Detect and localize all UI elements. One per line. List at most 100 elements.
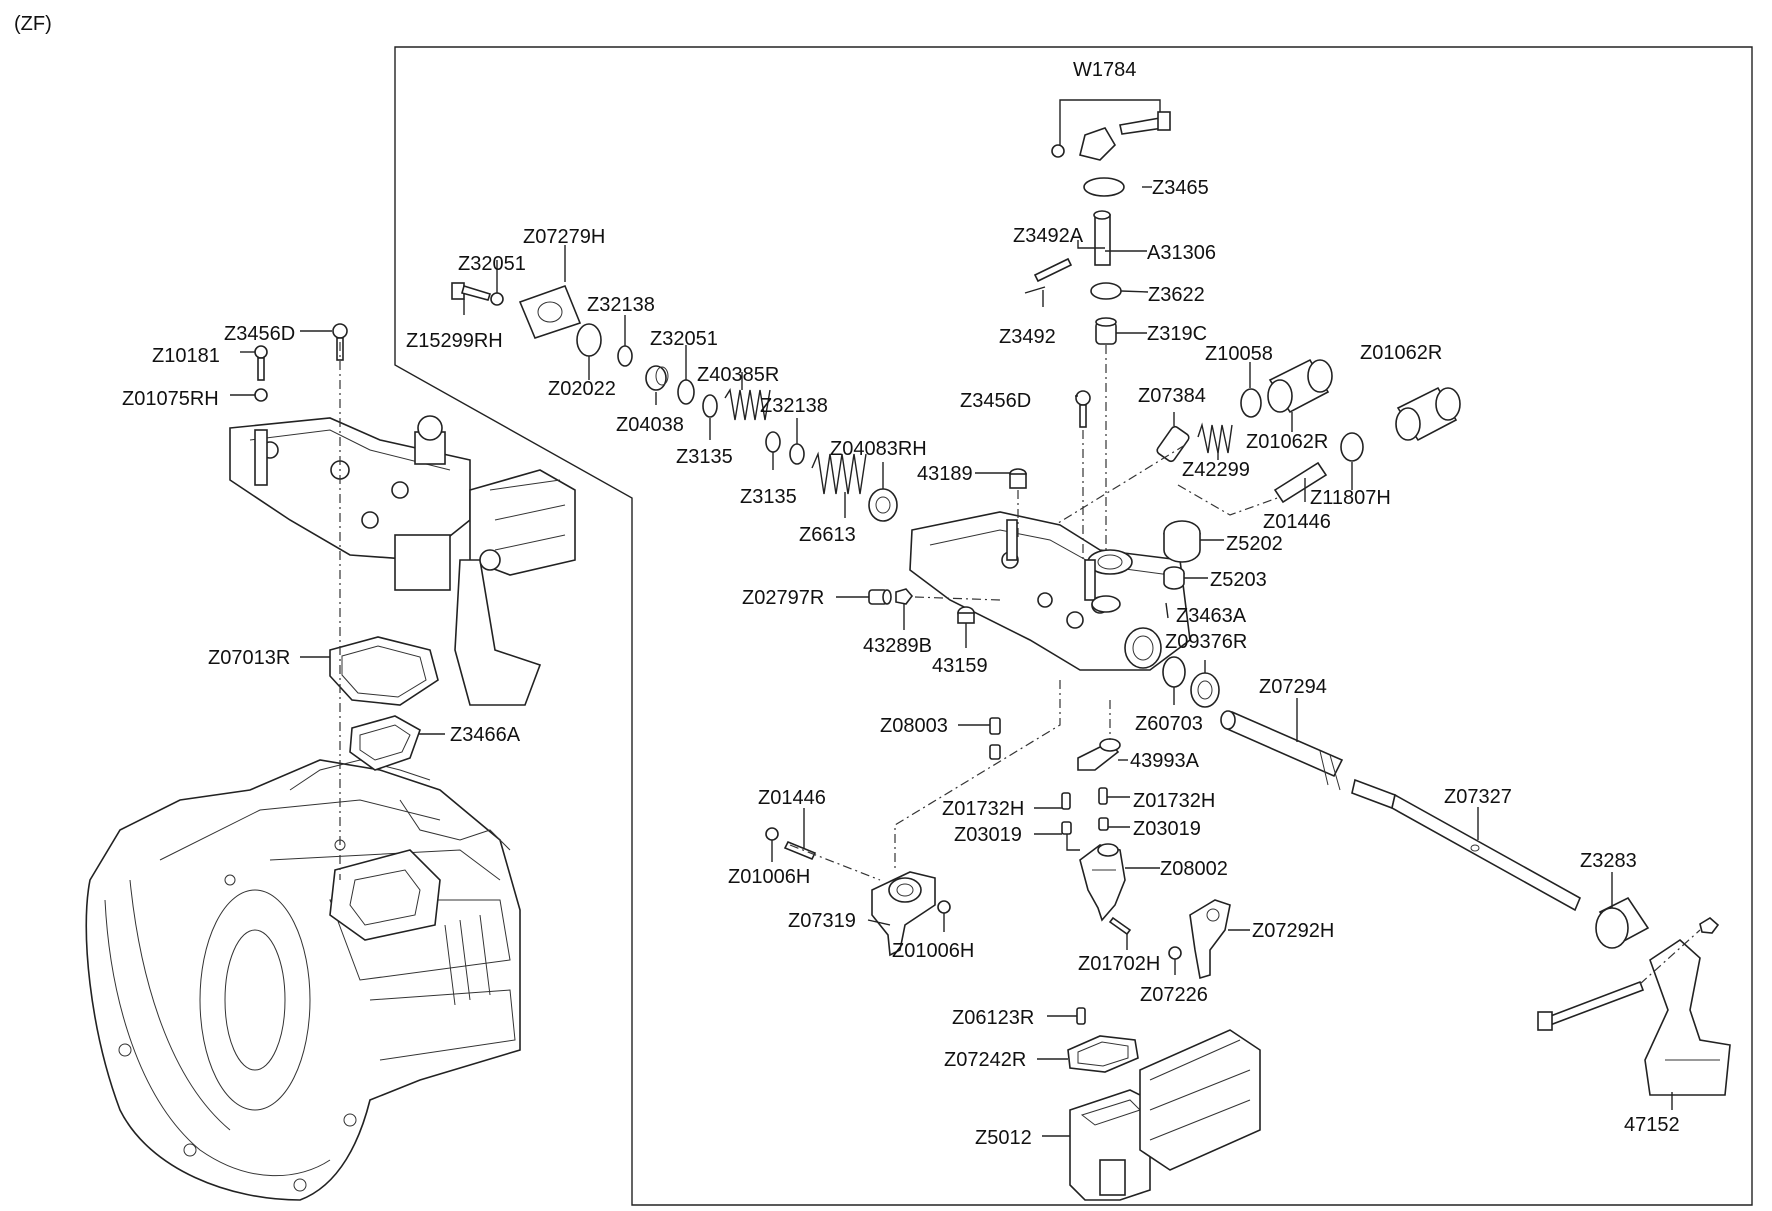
label-z07013r: Z07013R [208, 647, 290, 669]
label-a31306: A31306 [1147, 242, 1216, 264]
label-z01702h: Z01702H [1078, 953, 1160, 975]
shift-tower-assembly-left [229, 415, 576, 706]
label-47152: 47152 [1624, 1114, 1680, 1136]
label-z01006h-a: Z01006H [728, 866, 810, 888]
washer-z32051-b [677, 379, 695, 405]
label-z04038: Z04038 [616, 414, 684, 436]
ring-z01006h-b [937, 900, 951, 914]
ring-z01006h-a [765, 827, 779, 841]
selector-z07319 [871, 871, 936, 957]
label-z03019-b: Z03019 [1133, 818, 1201, 840]
label-z01446-a: Z01446 [1263, 511, 1331, 533]
label-z01075rh: Z01075RH [122, 388, 219, 410]
label-43159: 43159 [932, 655, 988, 677]
label-z01062r-a: Z01062R [1360, 342, 1442, 364]
pins-z08003 [989, 717, 1001, 760]
label-z3135-b: Z3135 [740, 486, 797, 508]
label-z3463a: Z3463A [1176, 605, 1247, 627]
washer-z3465 [1083, 177, 1125, 197]
bolt-z3456d-right [1075, 390, 1091, 428]
label-z10181: Z10181 [152, 345, 220, 367]
label-z3135-a: Z3135 [676, 446, 733, 468]
shift-tower-housing-z3463a [909, 511, 1191, 671]
bolt-z15299rh [451, 282, 492, 301]
label-z09376r: Z09376R [1165, 631, 1247, 653]
label-z01446-b: Z01446 [758, 787, 826, 809]
roller-z3283 [1595, 896, 1650, 949]
seal-z09376r [1190, 672, 1220, 708]
spring-z42299 [1197, 422, 1233, 454]
label-43189: 43189 [917, 463, 973, 485]
label-z5203: Z5203 [1210, 569, 1267, 591]
selector-axis-line [789, 844, 881, 881]
label-z3492a: Z3492A [1013, 225, 1084, 247]
gasket-z07242r [1067, 1035, 1139, 1073]
label-z5202: Z5202 [1226, 533, 1283, 555]
shift-finger-z08002 [1079, 843, 1126, 922]
label-z06123r: Z06123R [952, 1007, 1034, 1029]
washer-z07226 [1168, 946, 1182, 960]
label-43289b: 43289B [863, 635, 932, 657]
washer-z32051-a [490, 292, 504, 306]
pin-z01732h-b [1098, 787, 1108, 805]
pin-z06123r [1076, 1007, 1086, 1025]
label-z11807h: Z11807H [1310, 487, 1391, 509]
label-z60703: Z60703 [1135, 713, 1203, 735]
label-z07226: Z07226 [1140, 984, 1208, 1006]
label-w1784: W1784 [1073, 59, 1136, 81]
label-z3456d-left: Z3456D [224, 323, 295, 345]
actuator-z5012 [1069, 1029, 1261, 1201]
w1784-leader [1059, 99, 1161, 145]
bolt-z10181 [254, 345, 268, 381]
pin-z03019-b [1098, 817, 1109, 831]
lever-43993a [1077, 738, 1121, 771]
plug-43159 [957, 606, 975, 624]
ring-z3135-b [765, 431, 781, 453]
label-z07294: Z07294 [1259, 676, 1327, 698]
label-z01006h-b: Z01006H [892, 940, 974, 962]
nut-43289b [895, 588, 914, 605]
ring-z32138-b [789, 443, 805, 465]
leader-lines [230, 186, 1673, 1137]
pin-z3492 [1024, 286, 1046, 294]
label-z01732h-a: Z01732H [942, 798, 1024, 820]
label-z32138-b: Z32138 [760, 395, 828, 417]
gasket-z07013r-left [329, 636, 439, 706]
tower-to-selector-line [894, 680, 1061, 870]
shaft-a31306 [1093, 210, 1111, 266]
seal-z04083rh [868, 488, 898, 522]
ring-z11807h [1340, 432, 1364, 462]
label-z08003: Z08003 [880, 715, 948, 737]
label-z07384: Z07384 [1138, 385, 1206, 407]
pin-z01702h [1108, 916, 1132, 936]
plunger-z02797r [868, 589, 892, 605]
plate-z07292h [1189, 899, 1231, 980]
label-z32051-b: Z32051 [650, 328, 718, 350]
sleeve-z04038 [645, 365, 669, 391]
label-z32138-a: Z32138 [587, 294, 655, 316]
label-z6613: Z6613 [799, 524, 856, 546]
cylinder-z01062r-b [1395, 386, 1461, 442]
cover-plate-z07279h [518, 284, 582, 339]
label-z07242r: Z07242R [944, 1049, 1026, 1071]
label-z32051-a: Z32051 [458, 253, 526, 275]
bushing-z319c [1095, 317, 1117, 345]
label-z02022: Z02022 [548, 378, 616, 400]
label-z08002: Z08002 [1160, 858, 1228, 880]
detail-frame [394, 46, 1753, 1206]
variant-label: (ZF) [14, 13, 52, 35]
plunger-z07384 [1156, 425, 1190, 463]
transmission-housing [85, 759, 521, 1201]
seal-z02022 [576, 323, 602, 357]
pin-z3492a [1033, 257, 1073, 283]
shaft-z07327 [1351, 778, 1582, 912]
pin-z01446-a [1273, 461, 1328, 504]
label-z07279h: Z07279H [523, 226, 605, 248]
lever-axis-line [1639, 929, 1701, 985]
ring-z32138-a [617, 345, 633, 367]
label-z40385r: Z40385R [697, 364, 779, 386]
bracket-assembly-w1784 [1051, 111, 1171, 161]
cylinder-z01062r-a [1267, 358, 1333, 414]
spring-z40385r [724, 388, 771, 421]
